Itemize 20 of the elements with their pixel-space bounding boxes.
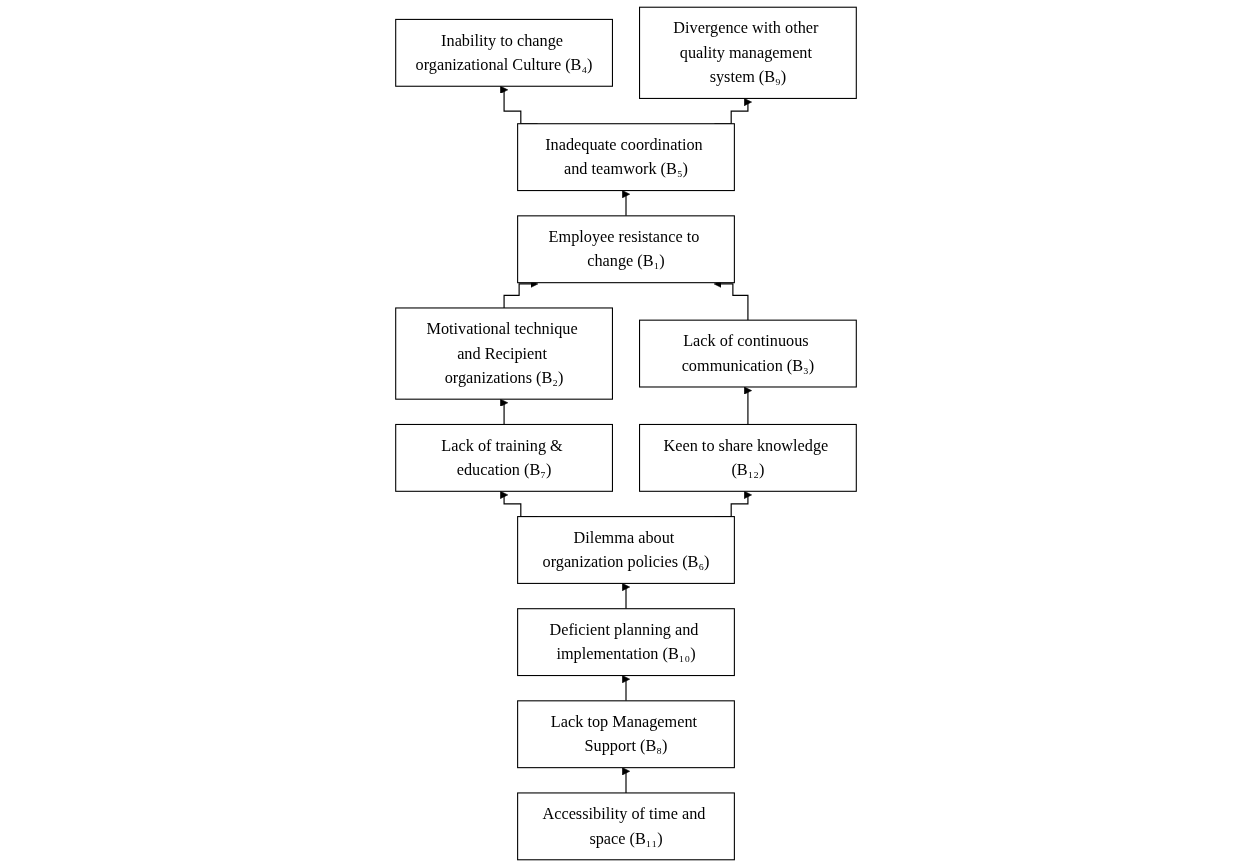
arrow (622, 583, 630, 610)
node-box: Dilemma about organization policies (B₆) (517, 516, 735, 584)
arrow (500, 398, 509, 426)
node-box: Deficient planning and implementation (B₁₀) (517, 608, 735, 677)
node-box: Divergence with other quality management system (B₉) (639, 6, 857, 99)
node-box: Employee resistance to change (B₁) (517, 215, 735, 284)
arrow (503, 280, 539, 309)
node-box: Inability to change organizational Culture (B₄) (395, 18, 613, 87)
node-box: Inadequate coordination and teamwork (B₅) (517, 123, 735, 192)
arrow (622, 675, 630, 702)
arrow (622, 190, 630, 217)
arrow (743, 386, 752, 426)
node-box: Accessibility of time and space (B₁₁) (517, 792, 735, 861)
node-box: Lack of training & education (B₇) (395, 423, 613, 492)
arrow (713, 280, 749, 321)
node-box: Keen to share knowledge (B₁₂) (639, 423, 857, 492)
arrow (622, 767, 630, 794)
node-box: Motivational technique and Recipient organizations (B₂) (395, 307, 613, 400)
node-box: Lack top Management Support (B₈) (517, 700, 735, 769)
node-box: Lack of continuous communication (B₃) (639, 319, 857, 388)
